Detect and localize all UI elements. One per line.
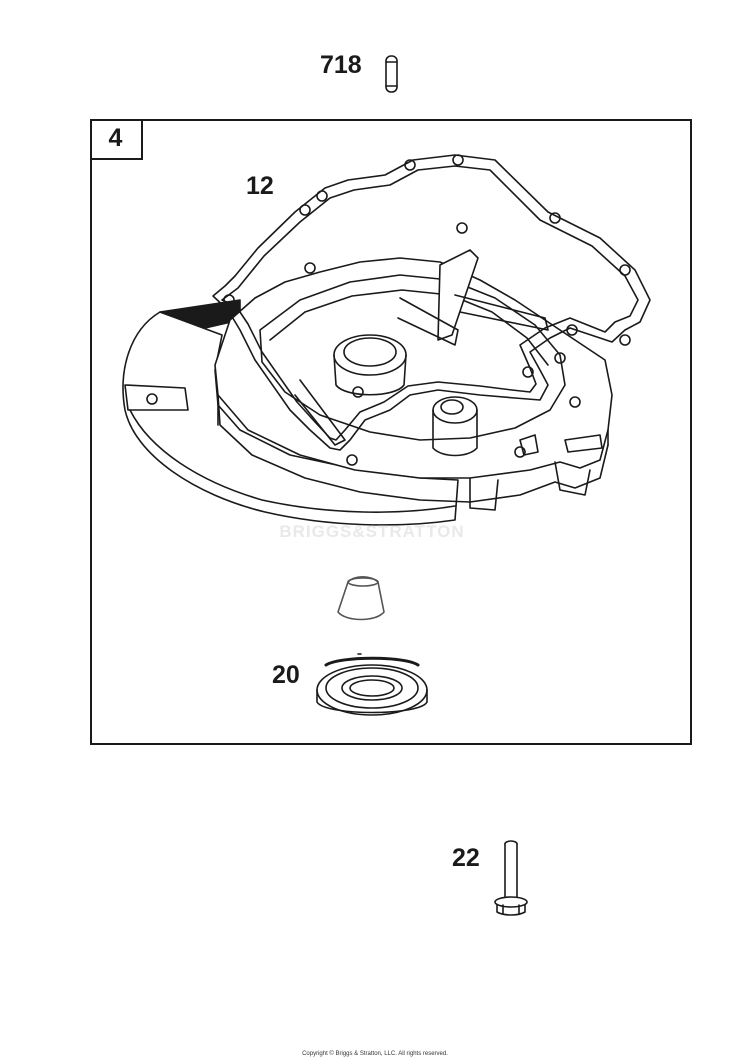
dowel-pin-718-icon[interactable] [385, 55, 398, 93]
assembly-frame [90, 119, 692, 745]
bushing-icon[interactable] [337, 575, 385, 621]
callout-20[interactable]: 20 [272, 661, 300, 689]
callout-718[interactable]: 718 [320, 51, 362, 79]
callout-22[interactable]: 22 [452, 844, 480, 872]
oil-seal-20-icon[interactable] [316, 653, 428, 716]
assembly-callout-4[interactable]: 4 [90, 119, 143, 160]
callout-12[interactable]: 12 [246, 172, 274, 200]
copyright-notice: Copyright © Briggs & Stratton, LLC. All … [302, 1051, 448, 1057]
flange-bolt-22-icon[interactable] [494, 840, 528, 916]
gasket-12-icon[interactable] [212, 154, 651, 466]
sump-housing-icon[interactable] [122, 249, 613, 526]
